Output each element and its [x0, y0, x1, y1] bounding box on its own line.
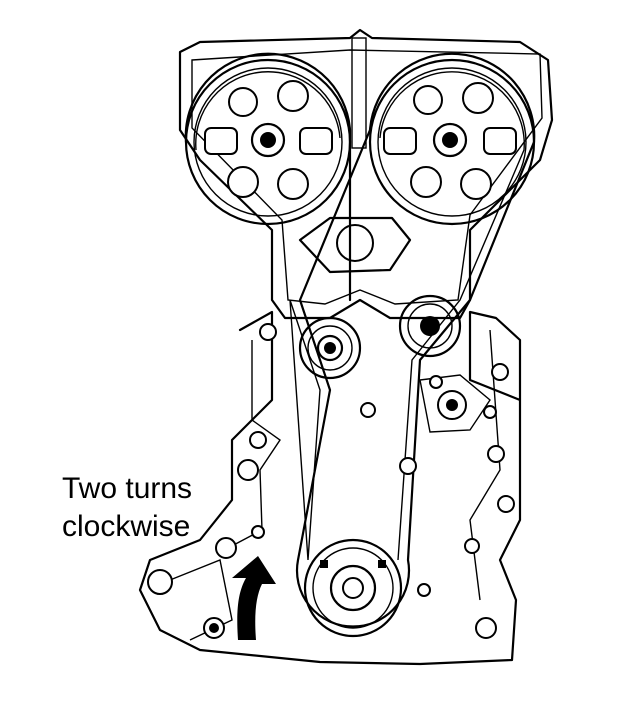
engine-block — [138, 310, 522, 666]
crankshaft-sprocket — [303, 538, 403, 638]
curved-arrow-up-icon — [232, 556, 276, 640]
timing-belt — [184, 52, 536, 628]
right-camshaft-sprocket — [368, 58, 536, 226]
instruction-line-2: clockwise — [62, 510, 191, 543]
center-plate — [298, 216, 412, 274]
idler-pulley — [398, 294, 462, 358]
tensioner-pulley — [298, 316, 362, 380]
instruction-line-1: Two turns — [62, 472, 193, 505]
rotation-instruction: Two turns clockwise — [62, 470, 192, 546]
left-camshaft-sprocket — [184, 58, 352, 226]
